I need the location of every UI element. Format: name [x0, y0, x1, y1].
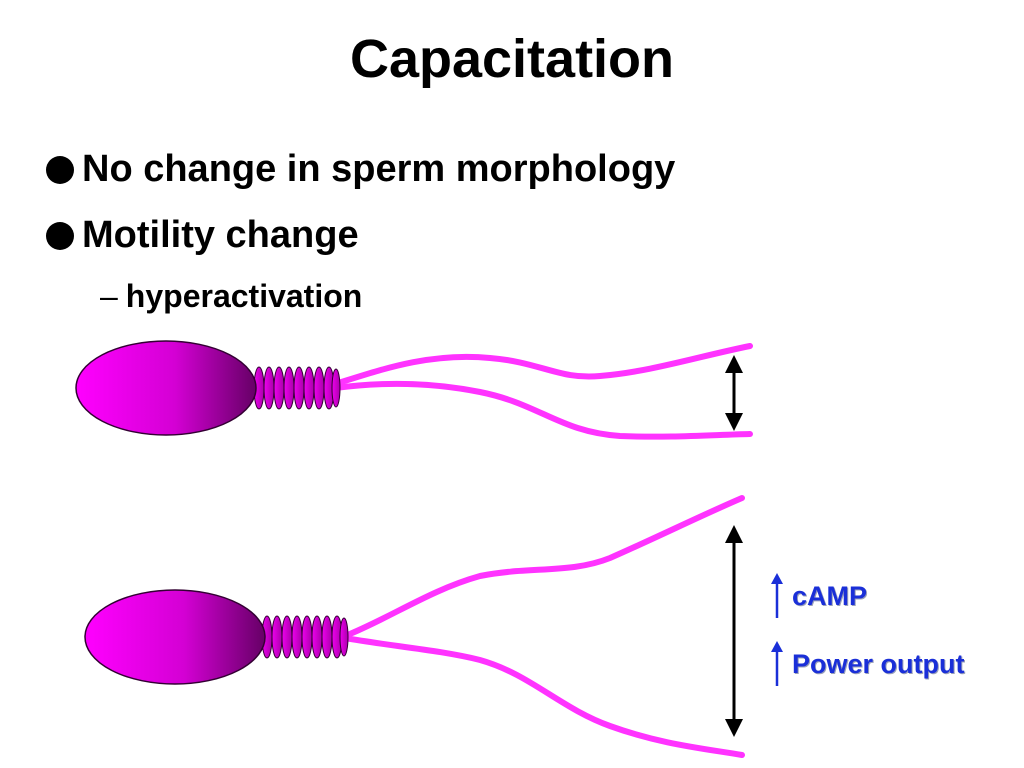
label-text: Power output [792, 648, 965, 679]
sperm-hyperactivated [84, 495, 745, 758]
midpiece [253, 366, 341, 410]
bullet-morphology: No change in sperm morphology [46, 148, 675, 191]
flagellum-lower [332, 380, 753, 440]
label-camp: cAMP [770, 572, 867, 620]
up-arrow-icon [771, 641, 783, 686]
dash-icon: – [100, 278, 118, 314]
slide-title: Capacitation [349, 29, 675, 89]
sub-bullet-hyperactivation: –hyperactivation [100, 278, 362, 315]
bullet-text: Motility change [82, 214, 359, 256]
flagellum-upper [332, 343, 753, 387]
up-arrow-icon [771, 573, 783, 618]
sub-bullet-text: hyperactivation [125, 278, 363, 314]
flagellum-lower [342, 635, 745, 758]
bullet-dot-icon [46, 221, 74, 250]
label-text: cAMP [792, 580, 868, 611]
flagellum-upper [342, 495, 745, 639]
bullet-motility: Motility change [46, 214, 359, 257]
sperm-normal [75, 340, 753, 440]
sperm-head [75, 340, 257, 436]
sperm-head [84, 589, 266, 685]
label-power-output: Power output [770, 640, 964, 688]
bullet-dot-icon [46, 155, 74, 184]
midpiece [261, 615, 349, 659]
bullet-text: No change in sperm morphology [82, 148, 676, 190]
